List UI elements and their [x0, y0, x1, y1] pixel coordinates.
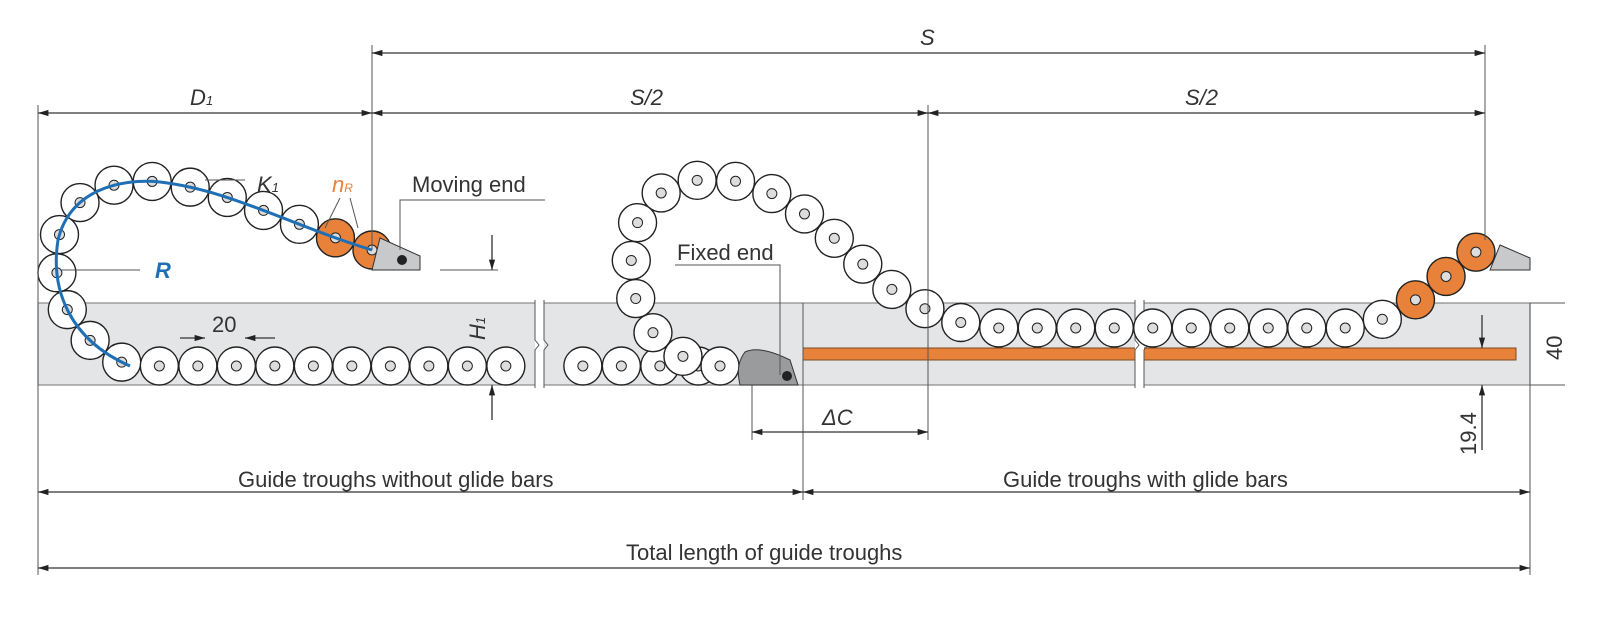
chain-link	[784, 194, 825, 234]
chain-link	[1426, 256, 1466, 297]
right-end-block	[1489, 244, 1531, 271]
label-s-half-right: S/2	[1185, 85, 1218, 110]
moving-end-block	[371, 237, 421, 271]
chain-link	[1171, 308, 1211, 348]
chain-link	[1248, 308, 1288, 348]
label-d1: D1	[190, 85, 213, 110]
label-nr: nR	[332, 172, 353, 197]
label-k1: K1	[257, 172, 279, 197]
label-s-half-left: S/2	[630, 85, 663, 110]
chain-link	[1395, 280, 1436, 320]
chain-link	[616, 278, 656, 319]
label-s: S	[920, 25, 935, 50]
chain-link	[139, 346, 180, 386]
chain-link	[979, 308, 1019, 348]
bend-radius-line	[54, 179, 373, 368]
chain-link	[1456, 232, 1496, 272]
chain-link	[941, 302, 981, 343]
chain-link	[1287, 308, 1327, 348]
chain-link	[814, 218, 855, 258]
chain-link	[715, 161, 756, 201]
label-height-40: 40	[1542, 336, 1567, 360]
chain-link	[1210, 308, 1250, 348]
chain-link	[409, 346, 449, 386]
chain-links	[37, 160, 1496, 386]
label-h1: H1	[465, 317, 490, 340]
chain-link	[700, 346, 740, 386]
chain-link	[611, 240, 651, 281]
chain-link	[1056, 308, 1096, 348]
label-pitch: 20	[212, 312, 236, 337]
label-bend-radius: R	[155, 258, 171, 283]
label-fixed-end: Fixed end	[677, 240, 774, 265]
chain-link	[1094, 308, 1134, 348]
chain-link	[447, 346, 488, 386]
chain-link	[905, 288, 945, 329]
chain-link	[178, 346, 218, 386]
chain-link	[486, 346, 526, 386]
chain-link	[677, 160, 717, 201]
chain-link	[370, 346, 411, 386]
chain-link	[872, 269, 912, 310]
label-total-length: Total length of guide troughs	[626, 540, 902, 565]
label-delta-c: ΔC	[821, 405, 853, 430]
glide-bar	[802, 347, 1517, 361]
chain-link	[752, 173, 792, 214]
chain-link	[601, 346, 642, 386]
chain-link	[663, 336, 703, 377]
label-moving-end: Moving end	[412, 172, 526, 197]
dimensions	[37, 45, 1565, 575]
chain-link	[1362, 299, 1403, 339]
label-without-glide-bars: Guide troughs without glide bars	[238, 467, 554, 492]
chain-link	[216, 346, 257, 386]
label-with-glide-bars: Guide troughs with glide bars	[1003, 467, 1288, 492]
chain-link	[1133, 308, 1173, 348]
chain-link	[617, 202, 658, 243]
chain-link	[843, 244, 883, 284]
chain-link	[633, 312, 673, 353]
chain-link	[563, 346, 603, 386]
chain-link	[1017, 308, 1057, 348]
chain-link	[641, 173, 681, 213]
chain-link	[255, 346, 295, 386]
chain-link	[293, 346, 334, 386]
chain-link	[332, 346, 372, 386]
label-height-19-4: 19.4	[1456, 412, 1481, 455]
chain-link	[1325, 308, 1365, 348]
